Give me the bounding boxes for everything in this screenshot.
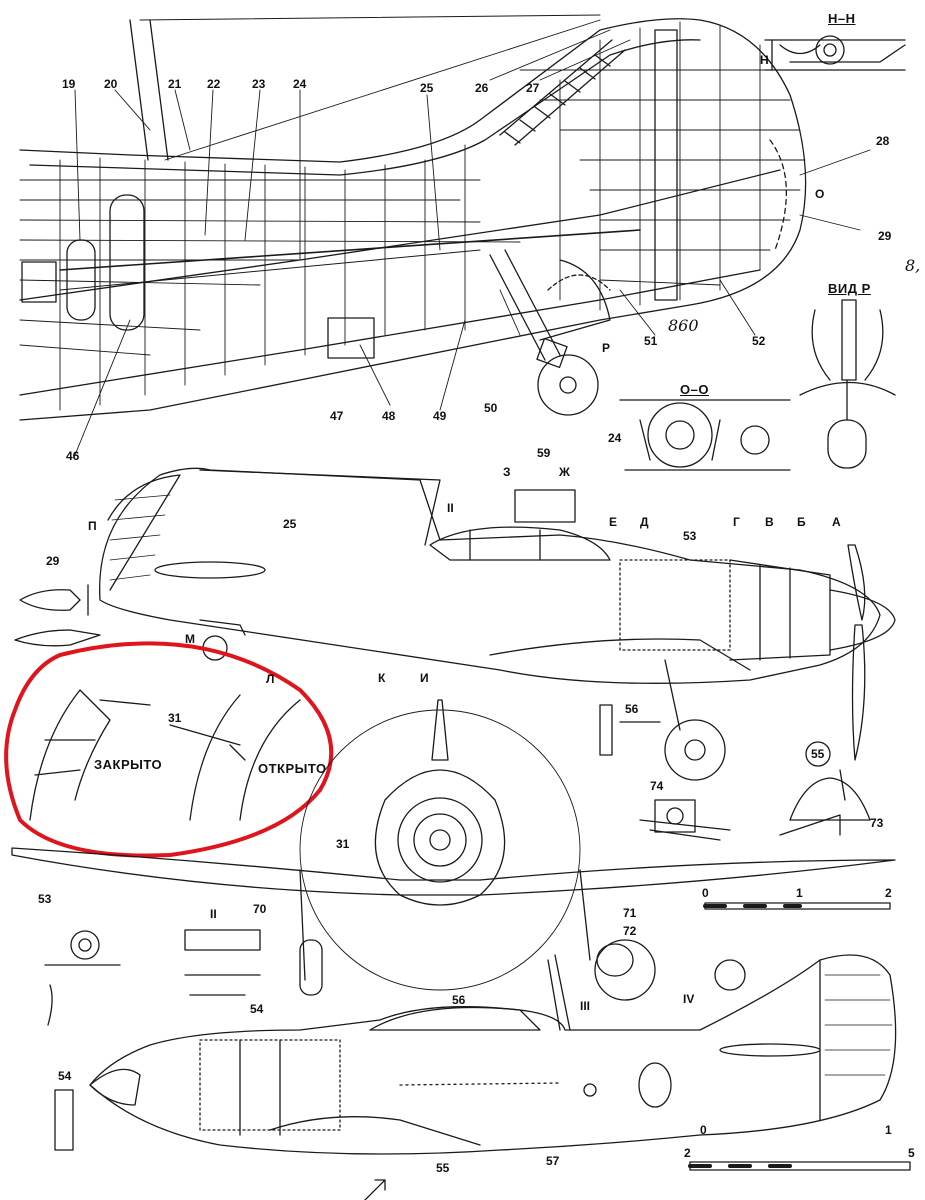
section-title-o-o: О–О	[680, 382, 709, 397]
details-56-74-55	[599, 704, 871, 841]
station-Z: З	[503, 465, 511, 479]
scale-lower-1: 1	[885, 1123, 892, 1137]
scale-lower-0: 0	[700, 1123, 707, 1137]
front-view-aircraft	[11, 699, 896, 996]
section-n-n-view	[764, 35, 906, 71]
callout-26: 26	[475, 81, 489, 95]
red-highlight-loop	[4, 641, 334, 858]
callout-24-oo: 24	[608, 431, 622, 445]
stray-arrow	[364, 1179, 386, 1200]
scale-upper-2: 2	[885, 886, 892, 900]
callout-48: 48	[382, 409, 396, 423]
callout-52: 52	[752, 334, 766, 348]
station-V: В	[765, 515, 774, 529]
callout-53-detail: 53	[38, 892, 52, 906]
callout-23: 23	[252, 77, 266, 91]
section-title-vid-r: ВИД Р	[828, 281, 871, 296]
callout-73: 73	[870, 816, 884, 830]
station-B: Б	[797, 515, 806, 529]
handwritten-margin-note: 8,	[905, 256, 921, 275]
section-mark-o: О	[815, 187, 825, 201]
section-title-n-n: Н–Н	[828, 11, 856, 26]
side-view-aircraft	[98, 467, 896, 781]
section-mark-n: Н	[760, 53, 769, 67]
station-P: П	[88, 519, 97, 533]
section-mark-r: Р	[602, 341, 611, 355]
rear-fuselage-structure	[19, 14, 807, 421]
callout-27: 27	[526, 81, 540, 95]
callout-70: 70	[253, 902, 267, 916]
callout-21: 21	[168, 77, 182, 91]
station-G: Г	[733, 515, 740, 529]
station-M: М	[185, 632, 195, 646]
callout-31-front: 31	[336, 837, 350, 851]
callout-71: 71	[623, 906, 637, 920]
callout-57: 57	[546, 1154, 560, 1168]
roman-IV: IV	[683, 992, 695, 1006]
scale-bar-upper	[703, 902, 891, 910]
flap-open-label: ОТКРЫТО	[258, 761, 327, 776]
callout-31-flap: 31	[168, 711, 182, 725]
leader-lines	[74, 29, 871, 456]
scale-upper-1: 1	[796, 886, 803, 900]
callout-29-left: 29	[46, 554, 60, 568]
roman-II-detail: II	[210, 907, 217, 921]
callout-51: 51	[644, 334, 658, 348]
handwritten-860: 860	[668, 316, 699, 335]
details-53-54-II	[44, 929, 261, 1151]
station-L: Л	[266, 672, 275, 686]
detail-59-panel	[514, 489, 576, 523]
scale-bar-lower	[688, 1161, 911, 1171]
callout-25-side: 25	[283, 517, 297, 531]
callout-22: 22	[207, 77, 221, 91]
view-r-tailwheel-front	[799, 299, 896, 469]
station-Zh: Ж	[559, 465, 570, 479]
callout-47: 47	[330, 409, 344, 423]
callout-49: 49	[433, 409, 447, 423]
callout-55-bottom: 55	[436, 1161, 450, 1175]
section-o-o-view	[619, 399, 791, 471]
callout-55-circle: 55	[811, 747, 825, 761]
bottom-side-view-aircraft	[89, 939, 897, 1155]
scale-lower-5: 5	[908, 1146, 915, 1160]
roman-III: III	[580, 999, 591, 1013]
callout-20: 20	[104, 77, 118, 91]
callout-59: 59	[537, 446, 551, 460]
station-D: Д	[640, 515, 649, 529]
flap-position-detail	[29, 689, 301, 821]
callout-54-detail: 54	[58, 1069, 72, 1083]
callout-24: 24	[293, 77, 307, 91]
callout-28: 28	[876, 134, 890, 148]
callout-74: 74	[650, 779, 664, 793]
station-A: А	[832, 515, 841, 529]
callout-54-top: 54	[250, 1002, 264, 1016]
flap-closed-label: ЗАКРЫТО	[94, 757, 163, 772]
callout-50: 50	[484, 401, 498, 415]
callout-72: 72	[623, 924, 637, 938]
callout-29-top: 29	[878, 229, 892, 243]
callout-53-side: 53	[683, 529, 697, 543]
roman-II-side: II	[447, 501, 454, 515]
scale-lower-2: 2	[684, 1146, 691, 1160]
station-E: Е	[609, 515, 618, 529]
detail-29-fitting	[14, 584, 101, 647]
station-I: И	[420, 671, 429, 685]
callout-19: 19	[62, 77, 76, 91]
callout-56-bottom: 56	[452, 993, 466, 1007]
callout-56-side: 56	[625, 702, 639, 716]
station-K: К	[378, 671, 386, 685]
callout-46: 46	[66, 449, 80, 463]
callout-25: 25	[420, 81, 434, 95]
scale-upper-0: 0	[702, 886, 709, 900]
